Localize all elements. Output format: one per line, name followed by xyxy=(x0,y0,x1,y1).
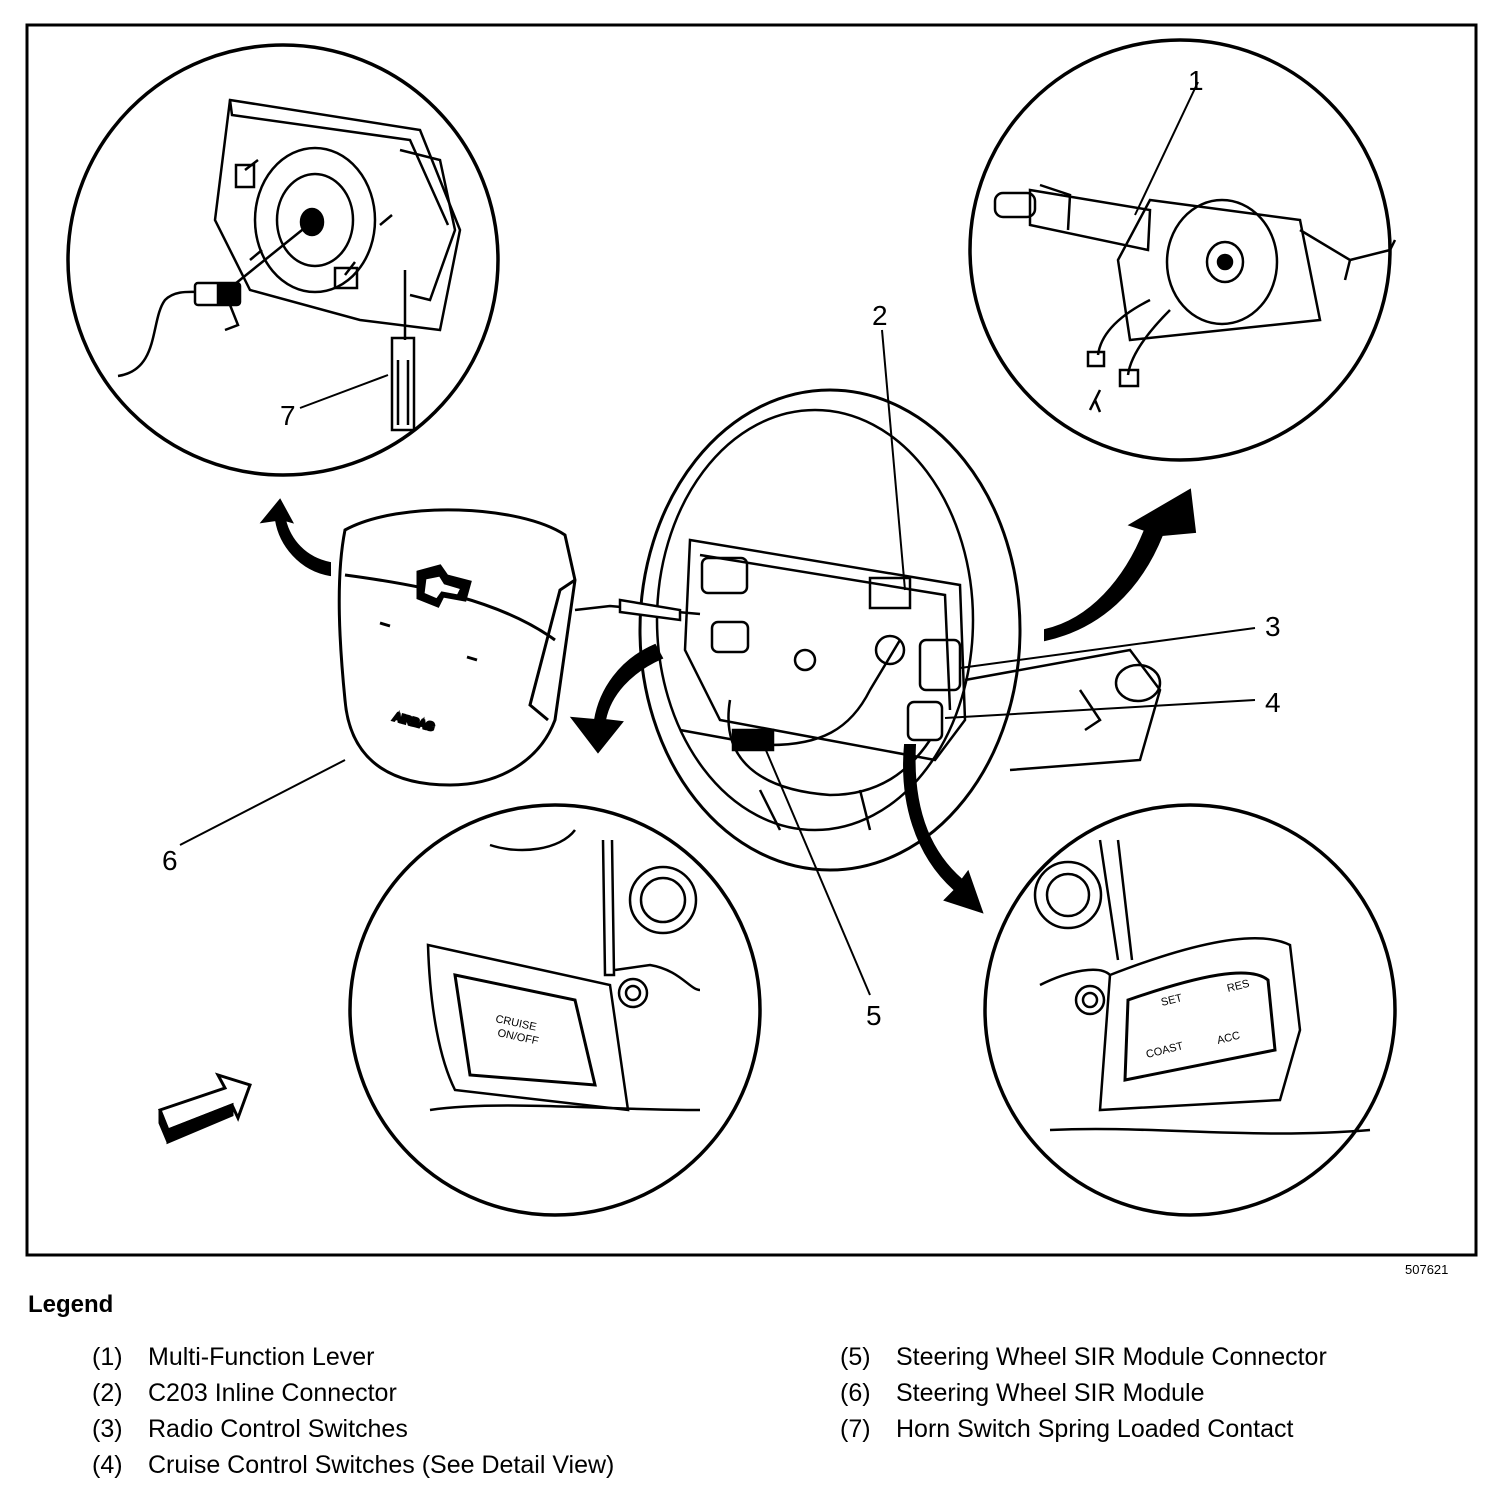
legend-item-number: (5) xyxy=(840,1343,871,1371)
legend-item: (7) Horn Switch Spring Loaded Contact xyxy=(840,1415,1327,1451)
legend-item-number: (2) xyxy=(92,1379,123,1407)
legend-item-text: C203 Inline Connector xyxy=(148,1379,397,1407)
legend-item-number: (6) xyxy=(840,1379,871,1407)
res-label: RES xyxy=(1226,978,1251,995)
legend-item-text: Multi-Function Lever xyxy=(148,1343,375,1371)
callout-4: 4 xyxy=(1265,687,1281,718)
legend-column-right: (5) Steering Wheel SIR Module Connector (… xyxy=(840,1343,1327,1451)
legend-title: Legend xyxy=(28,1291,114,1318)
arrow-to-buttons-detail xyxy=(903,744,984,914)
callout-7: 7 xyxy=(280,400,296,431)
legend-item-number: (4) xyxy=(92,1451,123,1479)
arrow-to-column-detail xyxy=(1044,488,1197,642)
legend-item-text: Radio Control Switches xyxy=(148,1415,408,1443)
detail-arrows xyxy=(259,488,1197,914)
arrow-to-airbag-detail xyxy=(259,498,331,577)
figure-id: 507621 xyxy=(1405,1262,1449,1277)
figure-frame xyxy=(25,23,1478,1257)
arrow-to-cruise-detail xyxy=(569,643,664,754)
legend-item: (5) Steering Wheel SIR Module Connector xyxy=(840,1343,1327,1379)
legend-item: (3) Radio Control Switches xyxy=(92,1415,614,1451)
callout-6: 6 xyxy=(162,845,178,876)
coast-label: COAST xyxy=(1145,1040,1185,1061)
callout-2: 2 xyxy=(872,300,888,331)
callout-3: 3 xyxy=(1265,611,1281,642)
legend-item-number: (7) xyxy=(840,1415,871,1443)
callout-5: 5 xyxy=(866,1000,882,1031)
legend-item-number: (1) xyxy=(92,1343,123,1371)
legend-item-number: (3) xyxy=(92,1415,123,1443)
airbag-rear-detail xyxy=(66,43,500,477)
column-detail xyxy=(968,38,1397,462)
legend-item: (1) Multi-Function Lever xyxy=(92,1343,614,1379)
legend-item-text: Horn Switch Spring Loaded Contact xyxy=(896,1415,1294,1443)
view-direction-arrow xyxy=(158,1072,252,1145)
svg-text:AIRBAG: AIRBAG xyxy=(392,711,435,733)
leader-lines xyxy=(764,329,1256,996)
legend-item-text: Cruise Control Switches (See Detail View… xyxy=(148,1451,615,1479)
callout-1: 1 xyxy=(1188,65,1204,96)
legend-item-text: Steering Wheel SIR Module xyxy=(896,1379,1205,1407)
steering-wheel-diagram: AIRBAG CRUISE ON/OFF SET RES COAST ACC xyxy=(25,23,1478,1257)
acc-label: ACC xyxy=(1216,1030,1241,1047)
cruise-on-off-detail xyxy=(348,803,762,1217)
cruise-buttons-detail xyxy=(983,803,1397,1217)
legend-item: (6) Steering Wheel SIR Module xyxy=(840,1379,1327,1415)
legend-item: (4) Cruise Control Switches (See Detail V… xyxy=(92,1451,614,1487)
legend-column-left: (1) Multi-Function Lever (2) C203 Inline C… xyxy=(92,1343,614,1487)
legend-item-text: Steering Wheel SIR Module Connector xyxy=(896,1343,1327,1371)
legend-item: (2) C203 Inline Connector xyxy=(92,1379,614,1415)
airbag-module: AIRBAG xyxy=(179,508,577,846)
set-label: SET xyxy=(1160,992,1184,1009)
steering-wheel-assembly xyxy=(574,388,1162,872)
